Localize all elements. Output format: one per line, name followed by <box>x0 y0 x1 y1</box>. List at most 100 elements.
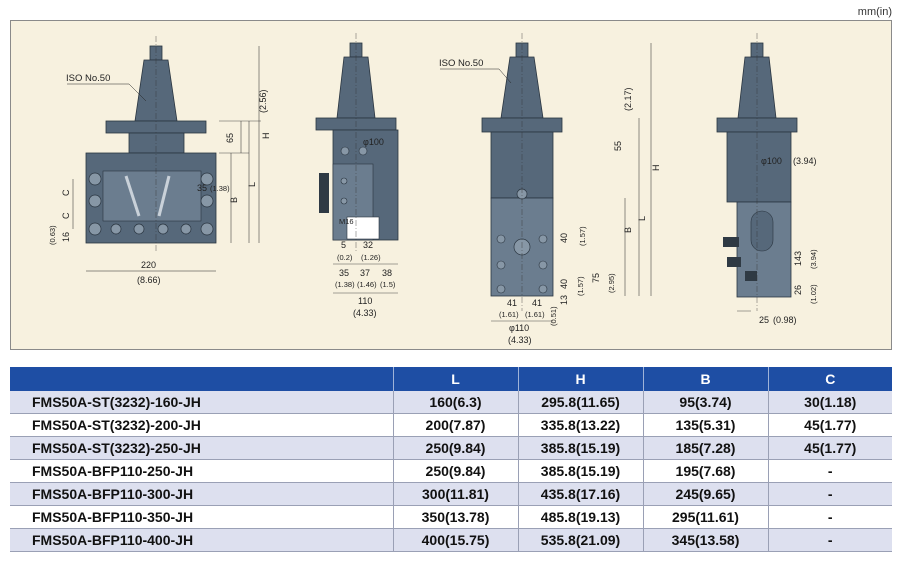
dim-0-51: (0.51) <box>549 306 558 326</box>
dim-65: 65 <box>225 133 235 143</box>
units-label: mm(in) <box>857 6 892 18</box>
cell-model: FMS50A-ST(3232)-200-JH <box>10 413 394 437</box>
dim-1-61-a: (1.61) <box>499 310 519 319</box>
dim-25: 25 <box>759 315 769 325</box>
cell-C: 30(1.18) <box>768 391 892 414</box>
dim-2-17: (2.17) <box>623 87 633 111</box>
cell-C: 45(1.77) <box>768 413 892 437</box>
dim-0-63: (0.63) <box>48 225 57 245</box>
dim-4-33-bfp: (4.33) <box>508 335 532 345</box>
dim-2-56: (2.56) <box>258 89 268 113</box>
cell-B: 95(3.74) <box>643 391 769 414</box>
dim-0-98: (0.98) <box>773 315 797 325</box>
cell-L: 250(9.84) <box>393 459 519 483</box>
dim-H-st: H <box>261 133 271 140</box>
cell-C: - <box>768 482 892 506</box>
table-row: FMS50A-BFP110-250-JH 250(9.84) 385.8(15.… <box>10 459 892 483</box>
dim-L-st: L <box>247 182 257 187</box>
dim-2-95: (2.95) <box>607 273 616 293</box>
dim-5: 5 <box>341 240 346 250</box>
technical-drawings: ISO No.50 65 (2.56) H L B 35 (1.38) C C … <box>48 33 818 345</box>
dim-B-st: B <box>229 197 239 203</box>
cell-L: 350(13.78) <box>393 505 519 529</box>
dim-0-2: (0.2) <box>337 253 353 262</box>
cell-model: FMS50A-ST(3232)-160-JH <box>10 391 394 414</box>
dim-phi100-side: φ100 <box>363 137 384 147</box>
dim-M16: M16 <box>339 217 354 226</box>
cell-H: 485.8(19.13) <box>518 505 644 529</box>
dim-41-a: 41 <box>507 298 517 308</box>
dim-B-bfp: B <box>623 227 633 233</box>
cell-B: 135(5.31) <box>643 413 769 437</box>
dim-1-26: (1.26) <box>361 253 381 262</box>
dim-41-b: 41 <box>532 298 542 308</box>
dim-1-38-side: (1.38) <box>335 280 355 289</box>
bfp-front-view: ISO No.50 (2.17) 55 H L B 40 (1.57) 40 (… <box>439 33 661 345</box>
cell-H: 385.8(15.19) <box>518 459 644 483</box>
dim-C1: C <box>61 189 71 196</box>
dim-16: 16 <box>61 232 71 242</box>
dim-143: 143 <box>793 251 803 266</box>
table-row: FMS50A-ST(3232)-200-JH 200(7.87) 335.8(1… <box>10 413 892 437</box>
dim-1-38: (1.38) <box>210 184 230 193</box>
dim-110: 110 <box>358 296 372 306</box>
dim-13: 13 <box>559 295 569 305</box>
cell-H: 335.8(13.22) <box>518 413 644 437</box>
cell-L: 200(7.87) <box>393 413 519 437</box>
dim-40: 40 <box>559 233 569 243</box>
cell-C: - <box>768 459 892 483</box>
col-header-model <box>10 367 394 391</box>
col-header-H: H <box>518 367 644 391</box>
cell-C: 45(1.77) <box>768 436 892 460</box>
cell-B: 345(13.58) <box>643 528 769 552</box>
cell-model: FMS50A-BFP110-350-JH <box>10 505 394 529</box>
dim-1-46: (1.46) <box>357 280 377 289</box>
cell-B: 185(7.28) <box>643 436 769 460</box>
cell-L: 300(11.81) <box>393 482 519 506</box>
dim-3-94-b: (3.94) <box>809 249 818 269</box>
iso-label-left: ISO No.50 <box>66 73 110 84</box>
dim-1-5: (1.5) <box>380 280 396 289</box>
cell-model: FMS50A-BFP110-250-JH <box>10 459 394 483</box>
st-side-view: φ100 M16 5 32 (0.2) (1.26) 35 37 38 (1.3… <box>315 33 399 318</box>
cell-B: 295(11.61) <box>643 505 769 529</box>
table-row: FMS50A-BFP110-400-JH 400(15.75) 535.8(21… <box>10 528 892 552</box>
technical-drawing-panel: ISO No.50 65 (2.56) H L B 35 (1.38) C C … <box>10 20 892 350</box>
dim-26: 26 <box>793 285 803 295</box>
cell-H: 385.8(15.19) <box>518 436 644 460</box>
cell-model: FMS50A-BFP110-400-JH <box>10 528 394 552</box>
cell-H: 535.8(21.09) <box>518 528 644 552</box>
dim-phi110: φ110 <box>509 323 529 333</box>
dim-1-57: (1.57) <box>578 226 587 246</box>
dim-3-94: (3.94) <box>793 156 817 166</box>
dim-L-bfp: L <box>637 216 647 221</box>
dim-37: 37 <box>360 268 370 278</box>
dim-C2: C <box>61 212 71 219</box>
col-header-B: B <box>643 367 769 391</box>
table-header-row: L H B C <box>10 367 892 391</box>
table-row: FMS50A-ST(3232)-250-JH 250(9.84) 385.8(1… <box>10 436 892 460</box>
bfp-side-view: φ100 (3.94) 143 (3.94) 26 (1.02) 25 (0.9… <box>716 33 818 325</box>
dim-32: 32 <box>363 240 373 250</box>
dim-35-side: 35 <box>339 268 349 278</box>
cell-H: 295.8(11.65) <box>518 391 644 414</box>
table-row: FMS50A-BFP110-350-JH 350(13.78) 485.8(19… <box>10 505 892 529</box>
dim-phi100-bfp: φ100 <box>761 156 782 166</box>
dim-35: 35 <box>197 183 207 193</box>
dim-38: 38 <box>382 268 392 278</box>
cell-model: FMS50A-ST(3232)-250-JH <box>10 436 394 460</box>
dim-H-bfp: H <box>651 165 661 172</box>
cell-L: 400(15.75) <box>393 528 519 552</box>
cell-B: 245(9.65) <box>643 482 769 506</box>
dim-1-57-b: (1.57) <box>576 276 585 296</box>
table-row: FMS50A-BFP110-300-JH 300(11.81) 435.8(17… <box>10 482 892 506</box>
dim-1-02: (1.02) <box>809 284 818 304</box>
iso-label-right: ISO No.50 <box>439 58 483 69</box>
cell-model: FMS50A-BFP110-300-JH <box>10 482 394 506</box>
dim-4-33: (4.33) <box>353 308 377 318</box>
st-front-view: ISO No.50 65 (2.56) H L B 35 (1.38) C C … <box>48 36 271 285</box>
dim-75: 75 <box>591 273 601 283</box>
col-header-L: L <box>393 367 519 391</box>
dim-220: 220 <box>141 260 156 270</box>
dim-55: 55 <box>613 141 623 151</box>
